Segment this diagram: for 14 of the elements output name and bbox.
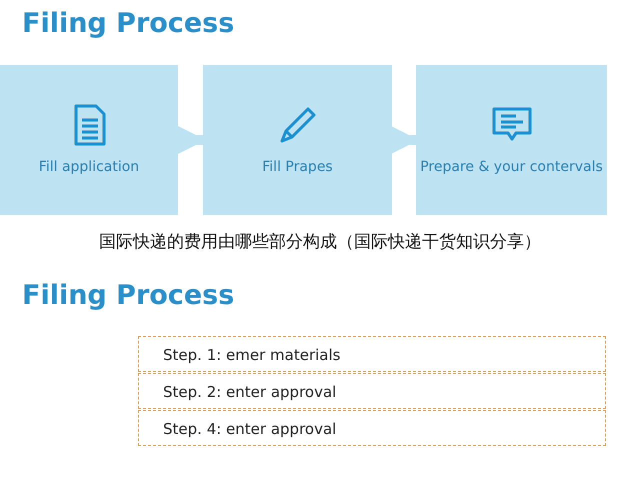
- caption-text: 国际快递的费用由哪些部分构成（国际快递干货知识分享）: [98, 231, 542, 253]
- step-text: Step. 4: enter approval: [163, 420, 336, 438]
- chevron-arrow: [389, 125, 419, 155]
- title: Filing Process: [22, 8, 234, 39]
- step-text: Step. 1: emer materials: [163, 346, 340, 364]
- step-label: Fill application: [38, 159, 140, 176]
- step-text: Step. 2: enter approval: [163, 383, 336, 401]
- step-panel: [203, 65, 392, 215]
- step-panel: [416, 65, 607, 215]
- step-label: Prepare & your contervals: [419, 159, 604, 176]
- step-label: Fill Prapes: [261, 159, 334, 176]
- step-panel: [0, 65, 178, 215]
- section-heading: Filing Process: [22, 280, 234, 311]
- chevron-arrow: [176, 125, 206, 155]
